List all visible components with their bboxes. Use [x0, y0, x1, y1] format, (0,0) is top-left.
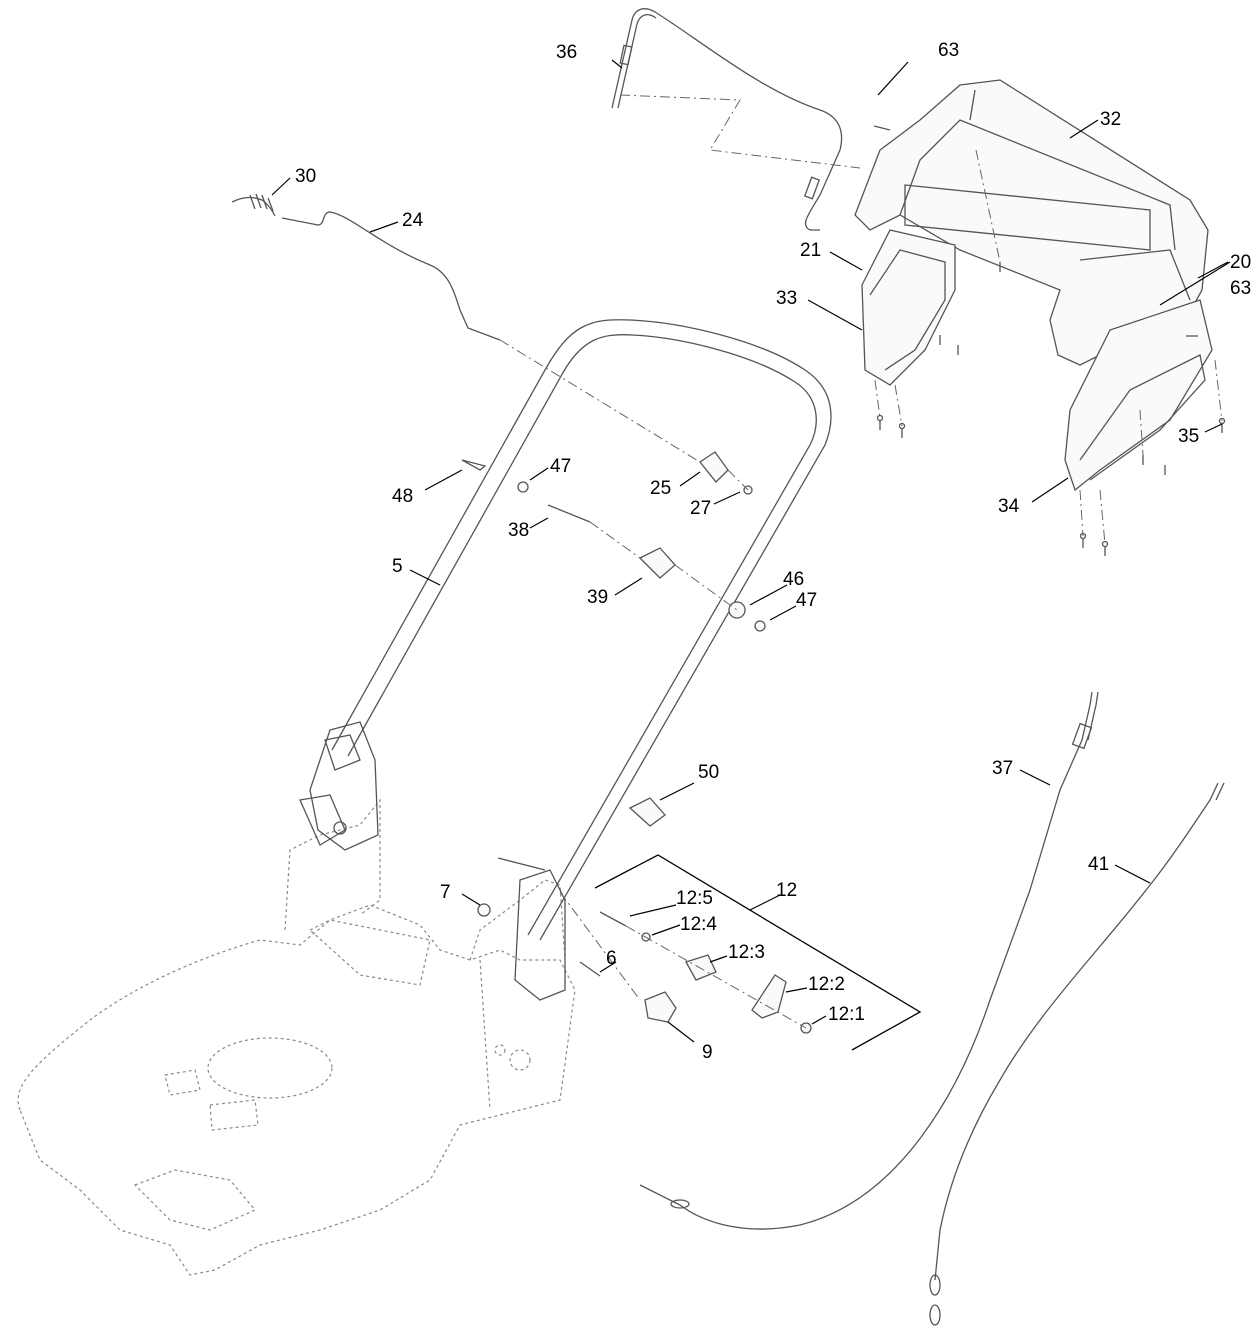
- callout-30: 30: [295, 166, 316, 187]
- callout-36: 36: [556, 42, 577, 63]
- callout-35: 35: [1178, 426, 1199, 447]
- callout-20: 20: [1230, 252, 1251, 273]
- cable-41: [929, 782, 1225, 1326]
- callout-32: 32: [1100, 109, 1121, 130]
- callout-12-4: 12:4: [680, 914, 717, 935]
- callout-47-lower: 47: [796, 590, 817, 611]
- callout-6: 6: [606, 948, 617, 969]
- assembly-lines: [499, 94, 1223, 1029]
- callout-9: 9: [702, 1042, 713, 1063]
- callout-48: 48: [392, 486, 413, 507]
- callout-12: 12: [776, 880, 797, 901]
- callout-12-5: 12:5: [676, 888, 713, 909]
- callout-33: 33: [776, 288, 797, 309]
- callout-21: 21: [800, 240, 821, 261]
- callout-25: 25: [650, 478, 671, 499]
- callout-37: 37: [992, 758, 1013, 779]
- callout-50: 50: [698, 762, 719, 783]
- callout-7: 7: [440, 882, 451, 903]
- cable-37: [639, 691, 1099, 1230]
- callout-47-upper: 47: [550, 456, 571, 477]
- callout-41: 41: [1088, 854, 1109, 875]
- callout-12-3: 12:3: [728, 942, 765, 963]
- callout-46: 46: [783, 569, 804, 590]
- callout-5: 5: [392, 556, 403, 577]
- upper-console: [854, 79, 1209, 366]
- left-rail-assembly: [861, 229, 956, 386]
- callout-63-top: 63: [938, 40, 959, 61]
- small-parts: [461, 125, 1198, 1034]
- handle-tube: [331, 319, 832, 941]
- bail-bar: [611, 8, 843, 231]
- right-handle-bracket: [514, 869, 566, 1001]
- callout-12-1: 12:1: [828, 1004, 865, 1025]
- callout-27: 27: [690, 498, 711, 519]
- left-handle-bracket: [299, 721, 379, 851]
- screws: [876, 262, 1226, 556]
- callout-63-right: 63: [1230, 278, 1251, 299]
- callout-24: 24: [402, 210, 424, 231]
- callout-39: 39: [587, 587, 608, 608]
- callout-34: 34: [998, 496, 1020, 517]
- mower-deck: [17, 798, 576, 1276]
- control-rod: [231, 193, 501, 341]
- assembly-12-bracket: [594, 854, 922, 1051]
- leader-lines: [271, 59, 1231, 1043]
- callout-labels: 63 36 32 30 24 21 20 63 33 35 34 47 48 2…: [295, 40, 1251, 1063]
- callout-12-2: 12:2: [808, 974, 845, 995]
- right-rail-assembly: [1064, 299, 1213, 492]
- callout-38: 38: [508, 520, 529, 541]
